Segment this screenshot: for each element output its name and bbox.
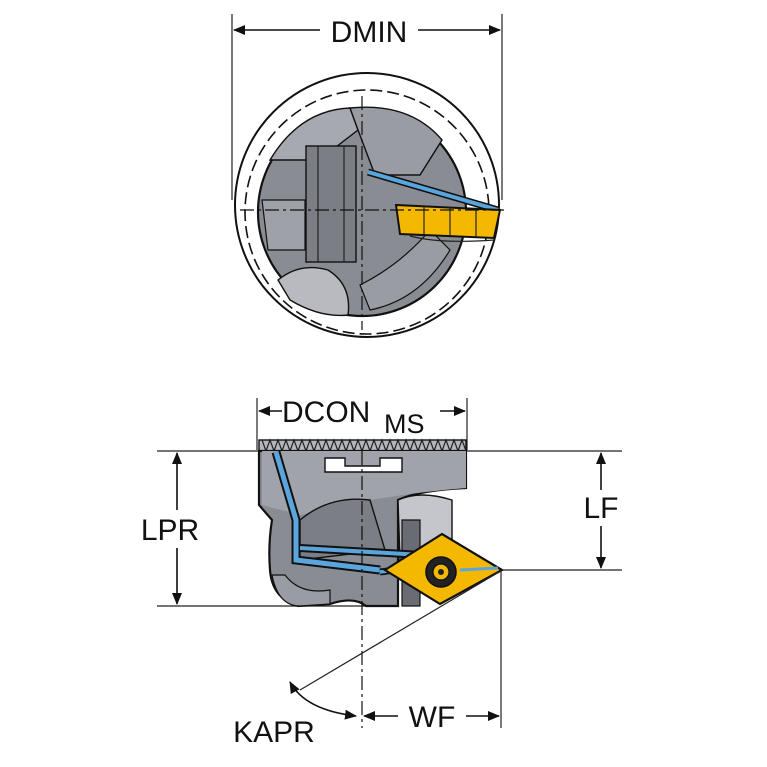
upper-face-side — [262, 451, 466, 515]
insert-top — [394, 203, 502, 240]
lf-label: LF — [583, 492, 618, 525]
kapr-label: KAPR — [233, 716, 315, 749]
top-view: DMIN — [231, 14, 505, 338]
lpr-label: LPR — [141, 514, 199, 547]
bottom-pocket — [277, 266, 350, 317]
top-face-right — [349, 106, 443, 176]
coolant-channel-top — [367, 170, 499, 212]
chip-pocket — [299, 498, 386, 561]
coolant-channel-side — [273, 451, 381, 573]
coolant-jet — [459, 566, 499, 572]
screw-center — [438, 569, 444, 575]
bottom-right-face — [359, 229, 451, 311]
drive-slot — [324, 457, 403, 473]
left-recess — [261, 199, 306, 251]
kapr-cutting-edge-line — [299, 571, 500, 691]
side-view: DCON MS LPR LF — [141, 396, 622, 749]
kapr-arc — [289, 681, 357, 720]
lower-lobe — [271, 574, 331, 607]
serration-teeth — [261, 438, 467, 453]
wf-label: WF — [409, 701, 456, 734]
dmin-label: DMIN — [331, 16, 408, 49]
top-face-left — [268, 107, 359, 161]
slot-top — [305, 145, 357, 263]
ms-label: MS — [384, 409, 425, 439]
dcon-label: DCON — [282, 396, 370, 429]
